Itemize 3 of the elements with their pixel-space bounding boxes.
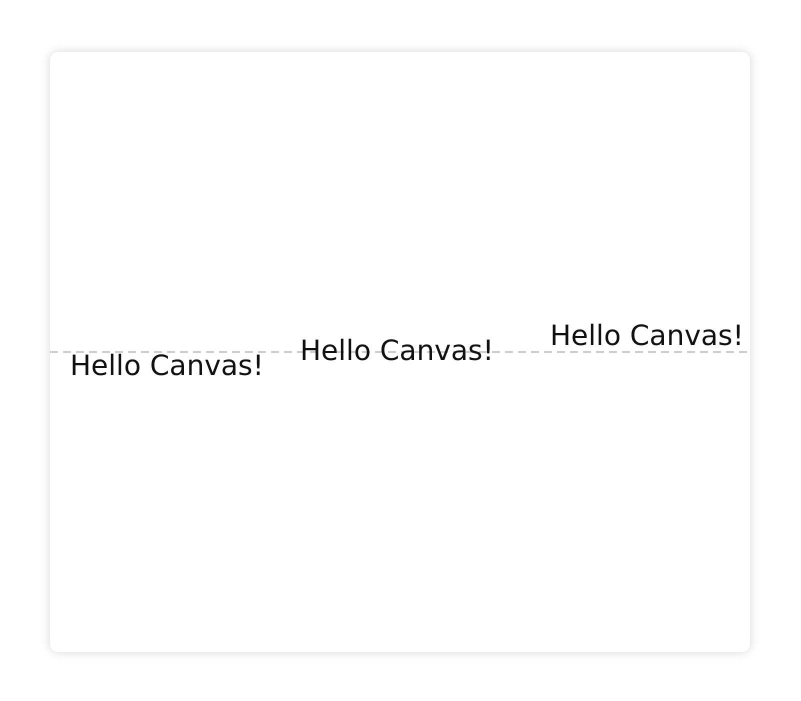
sample-text: Hello Canvas! [300,334,494,367]
sample-text: Hello Canvas! [70,349,264,382]
sample-text: Hello Canvas! [550,319,744,352]
